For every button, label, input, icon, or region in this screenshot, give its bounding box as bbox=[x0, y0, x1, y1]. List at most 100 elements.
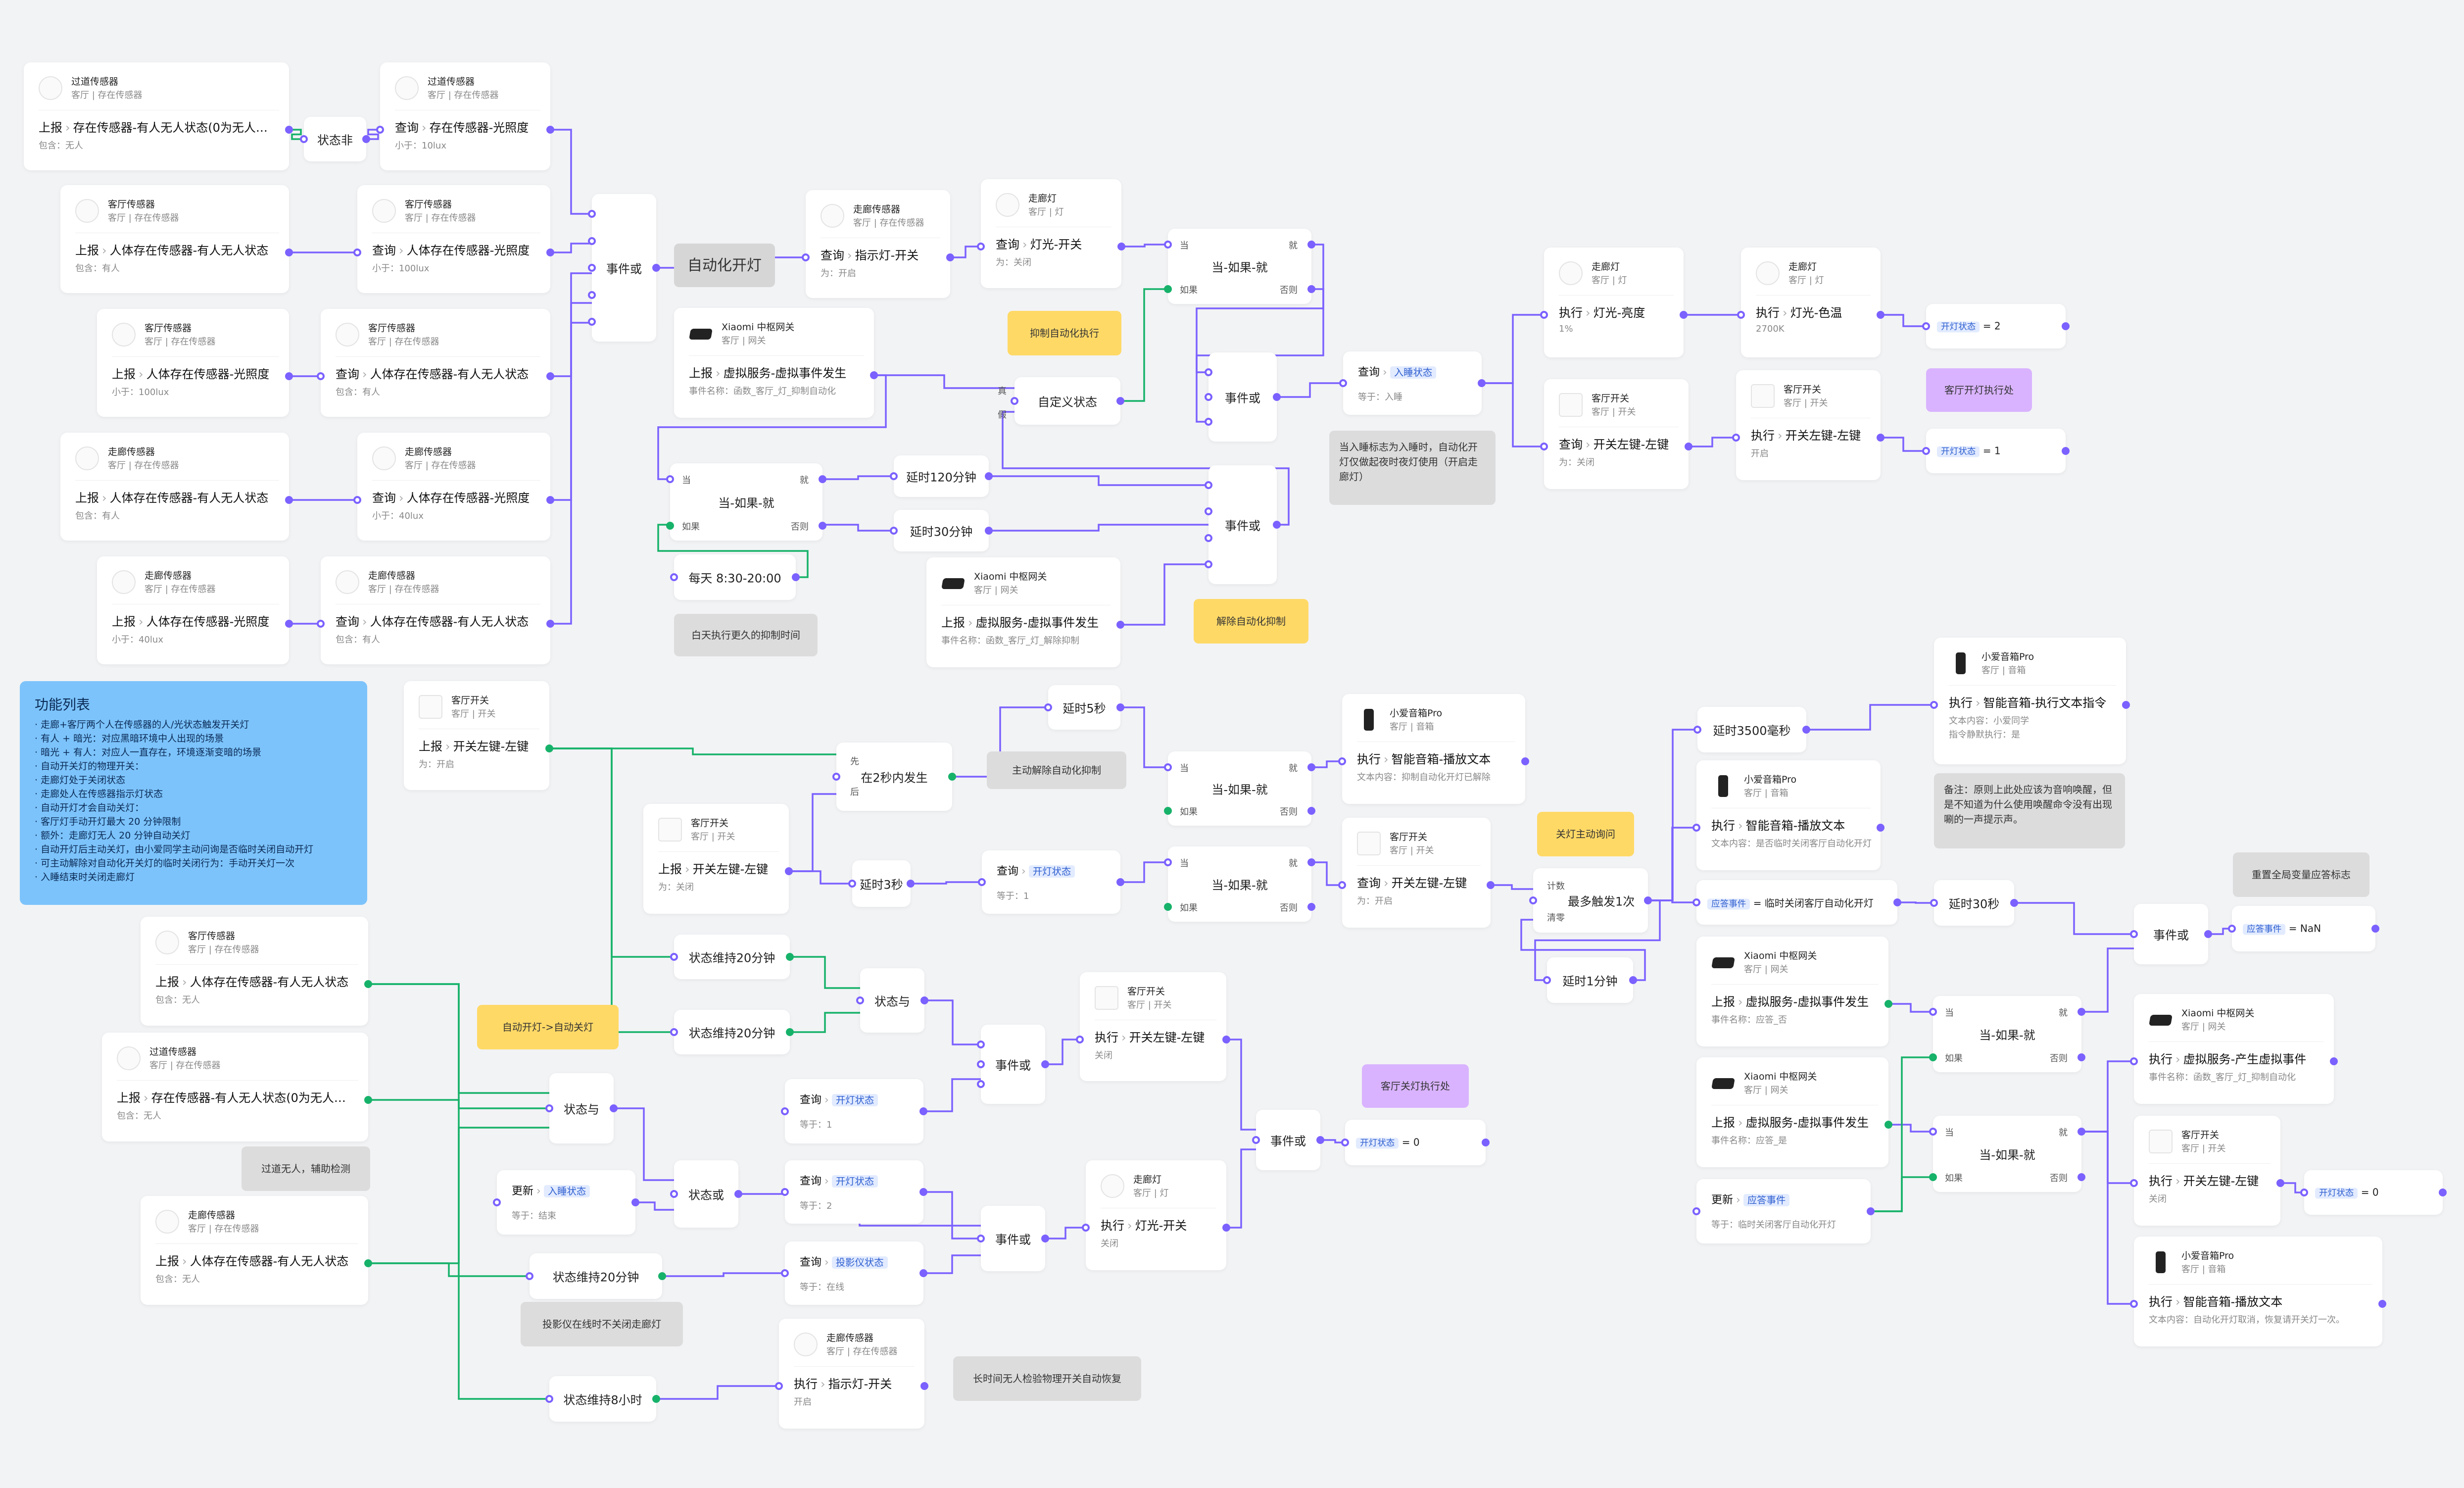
input-port[interactable] bbox=[1540, 443, 1548, 450]
input-port[interactable] bbox=[1540, 311, 1548, 319]
input-port[interactable] bbox=[2130, 1057, 2138, 1065]
output-port[interactable] bbox=[1521, 757, 1529, 765]
output-port[interactable] bbox=[2276, 1179, 2284, 1187]
input-port[interactable] bbox=[353, 496, 361, 504]
output-port[interactable] bbox=[1307, 241, 1315, 248]
operator-o13[interactable]: 延时1分钟 bbox=[1543, 957, 1637, 1003]
output-port[interactable] bbox=[546, 620, 554, 628]
operator-o1[interactable]: 状态非 bbox=[300, 117, 370, 161]
operator-o20[interactable]: 事件或 bbox=[977, 1025, 1049, 1104]
device-card-n13[interactable]: 走廊灯客厅 | 灯查询›灯光-开关为：关闭 bbox=[977, 179, 1125, 288]
output-port[interactable] bbox=[658, 1272, 666, 1280]
input-port[interactable] bbox=[978, 878, 986, 886]
input-port[interactable] bbox=[1922, 447, 1930, 455]
input-port[interactable] bbox=[588, 318, 596, 326]
input-port[interactable] bbox=[1252, 1136, 1260, 1144]
output-port[interactable] bbox=[2330, 1057, 2338, 1065]
output-port[interactable] bbox=[546, 372, 554, 380]
operator-o23[interactable]: 状态或 bbox=[670, 1160, 742, 1228]
input-port[interactable] bbox=[1737, 311, 1745, 319]
input-port[interactable] bbox=[1011, 397, 1018, 405]
output-port[interactable] bbox=[1273, 393, 1281, 401]
output-port[interactable] bbox=[2010, 899, 2018, 907]
output-port[interactable] bbox=[1222, 1036, 1230, 1043]
operator-o2[interactable]: 事件或 bbox=[588, 194, 660, 342]
operator-o14[interactable]: 延时3500毫秒 bbox=[1693, 707, 1810, 752]
operator-o17[interactable]: 状态维持20分钟 bbox=[670, 935, 794, 979]
output-port[interactable] bbox=[919, 1269, 927, 1277]
if-then-i2[interactable]: 当就如果否则当-如果-就 bbox=[666, 463, 826, 541]
input-port[interactable] bbox=[775, 1382, 783, 1390]
output-port[interactable] bbox=[546, 496, 554, 504]
output-port[interactable] bbox=[1041, 1060, 1049, 1068]
output-port[interactable] bbox=[819, 475, 826, 483]
input-port[interactable] bbox=[1692, 1207, 1700, 1215]
input-port[interactable] bbox=[2130, 1300, 2138, 1308]
output-port[interactable] bbox=[819, 522, 826, 530]
input-port[interactable] bbox=[802, 253, 810, 261]
output-port[interactable] bbox=[985, 527, 993, 535]
query-card-q4[interactable]: 查询›开灯状态等于：2 bbox=[781, 1160, 927, 1224]
operator-o24[interactable]: 事件或 bbox=[977, 1206, 1049, 1271]
input-port[interactable] bbox=[1692, 898, 1700, 906]
output-port[interactable] bbox=[1307, 858, 1315, 866]
input-port[interactable] bbox=[670, 1028, 678, 1036]
operator-o16[interactable]: 事件或 bbox=[2130, 904, 2212, 964]
input-port[interactable] bbox=[890, 527, 898, 535]
input-port[interactable] bbox=[1929, 1128, 1937, 1136]
device-card-n28[interactable]: 客厅开关客厅 | 开关执行›开关左键-左键关闭 bbox=[2130, 1116, 2284, 1226]
output-port[interactable] bbox=[2077, 1173, 2085, 1181]
output-port[interactable] bbox=[652, 264, 660, 272]
input-port[interactable] bbox=[1529, 896, 1537, 904]
device-card-n22[interactable]: 客厅开关客厅 | 开关查询›开关左键-左键为：开启 bbox=[1338, 818, 1495, 928]
input-port[interactable] bbox=[1543, 976, 1551, 984]
operator-o15[interactable]: 延时30秒 bbox=[1930, 880, 2018, 926]
output-port[interactable] bbox=[1273, 521, 1281, 529]
operator-o7[interactable]: 延时30分钟 bbox=[890, 510, 993, 551]
input-port[interactable] bbox=[977, 243, 985, 250]
output-port[interactable] bbox=[1644, 896, 1652, 904]
device-card-n12[interactable]: 走廊传感器客厅 | 存在传感器查询›指示灯-开关为：开启 bbox=[802, 190, 954, 298]
operator-o25[interactable]: 状态维持20分钟 bbox=[526, 1253, 666, 1299]
input-port[interactable] bbox=[1338, 881, 1346, 889]
device-card-n16[interactable]: 客厅开关客厅 | 开关查询›开关左键-左键为：关闭 bbox=[1540, 379, 1692, 489]
input-port[interactable] bbox=[1930, 701, 1938, 709]
query-card-q6[interactable]: 更新›入睡状态等于：结束 bbox=[493, 1170, 639, 1235]
device-card-n34[interactable]: 走廊灯客厅 | 灯执行›灯光-开关关闭 bbox=[1082, 1160, 1230, 1270]
input-port[interactable] bbox=[1164, 763, 1172, 771]
input-port[interactable] bbox=[670, 1190, 678, 1198]
input-port[interactable] bbox=[856, 996, 864, 1004]
if-then-i6[interactable]: 当就如果否则当-如果-就 bbox=[1929, 1116, 2085, 1192]
output-port[interactable] bbox=[1877, 311, 1884, 319]
output-port[interactable] bbox=[1307, 285, 1315, 293]
output-port[interactable] bbox=[285, 126, 293, 134]
device-card-n9[interactable]: 走廊传感器客厅 | 存在传感器上报›人体存在传感器-光照度小于：40lux bbox=[97, 556, 293, 664]
input-port[interactable] bbox=[317, 372, 325, 380]
output-port[interactable] bbox=[2439, 1189, 2447, 1196]
input-port[interactable] bbox=[781, 1188, 789, 1196]
output-port[interactable] bbox=[948, 773, 956, 781]
input-port[interactable] bbox=[588, 291, 596, 299]
output-port[interactable] bbox=[1116, 621, 1124, 629]
output-port[interactable] bbox=[285, 372, 293, 380]
output-port[interactable] bbox=[1877, 824, 1884, 832]
device-card-n17[interactable]: 客厅开关客厅 | 开关执行›开关左键-左键开启 bbox=[1732, 370, 1884, 480]
input-port[interactable] bbox=[781, 1107, 789, 1115]
output-port[interactable] bbox=[1877, 434, 1884, 442]
input-port[interactable] bbox=[977, 1235, 985, 1242]
input-port[interactable] bbox=[493, 1198, 501, 1206]
input-port[interactable] bbox=[666, 522, 674, 530]
input-port[interactable] bbox=[781, 1269, 789, 1277]
device-card-n19[interactable]: 客厅开关客厅 | 开关上报›开关左键-左键为：开启 bbox=[404, 681, 553, 790]
device-card-n25[interactable]: Xiaomi 中枢网关客厅 | 网关上报›虚拟服务-虚拟事件发生事件名称：应答_… bbox=[1696, 937, 1892, 1046]
input-port[interactable] bbox=[977, 1080, 985, 1088]
output-port[interactable] bbox=[786, 1028, 794, 1036]
input-port[interactable] bbox=[2228, 925, 2236, 933]
device-card-n11[interactable]: Xiaomi 中枢网关客厅 | 网关上报›虚拟服务-虚拟事件发生事件名称：函数_… bbox=[674, 308, 878, 418]
input-port[interactable] bbox=[526, 1272, 533, 1280]
output-port[interactable] bbox=[546, 248, 554, 256]
variable-set-v3[interactable]: 应答事件 = 临时关闭客厅自动化开灯 bbox=[1692, 880, 1901, 925]
operator-o3[interactable]: 自定义状态真假 bbox=[998, 377, 1124, 425]
